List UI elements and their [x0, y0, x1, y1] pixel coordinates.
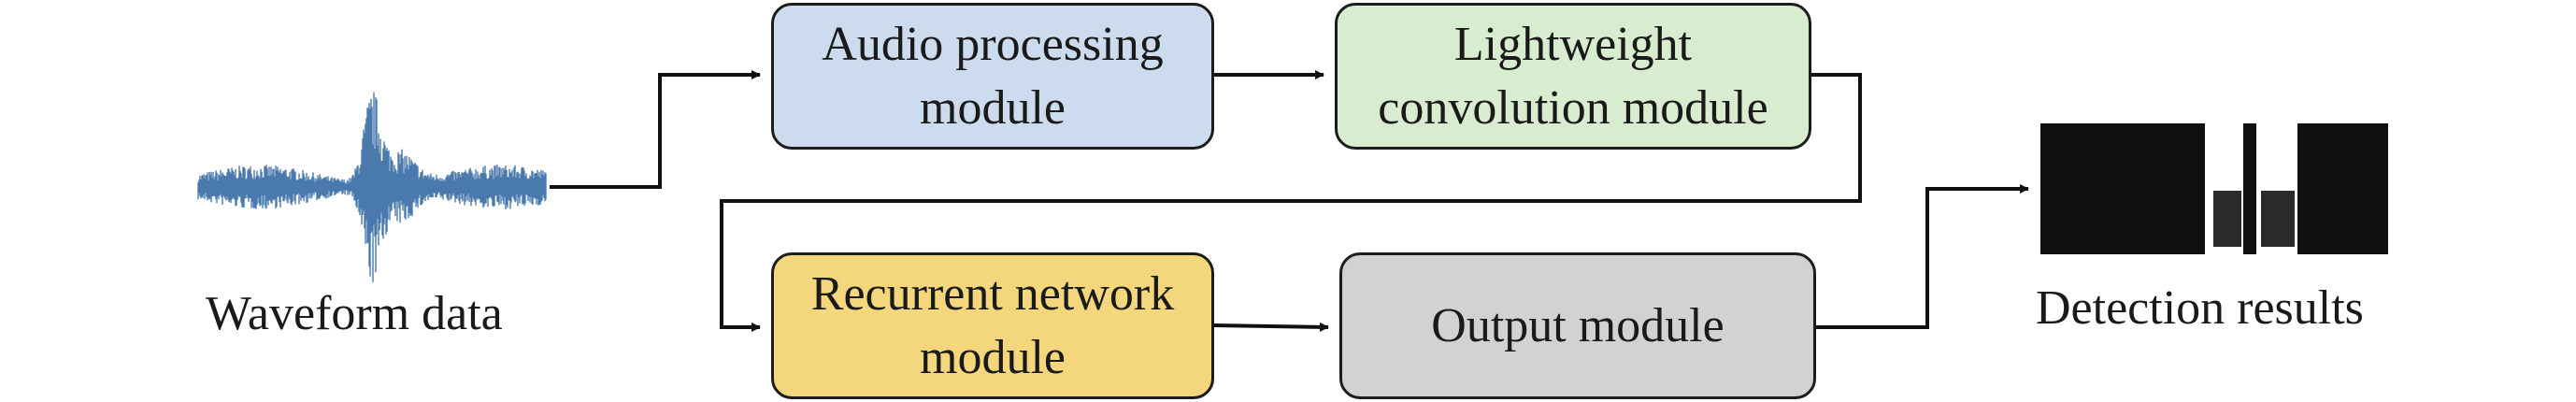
- audio-module-label-line2: module: [920, 80, 1066, 135]
- rnn-module-label-line2: module: [920, 330, 1066, 384]
- output-module-label: Output module: [1431, 298, 1724, 352]
- lightweight-convolution-module-box: Lightweight convolution module: [1335, 3, 1811, 150]
- recurrent-network-module-box: Recurrent network module: [771, 252, 1214, 399]
- arrow-waveform-to-audio: [550, 70, 761, 189]
- detection-caption: Detection results: [2036, 281, 2364, 335]
- waveform-caption: Waveform data: [206, 287, 503, 340]
- arrow-rnn-to-output: [1213, 322, 1329, 332]
- conv-module-label-line1: Lightweight: [1453, 17, 1693, 71]
- waveform-plot: [197, 92, 547, 282]
- detection-results-image: [2040, 123, 2388, 254]
- conv-module-label-line2: convolution module: [1378, 80, 1768, 135]
- waveform-signal: [197, 92, 547, 282]
- output-module-box: Output module: [1339, 252, 1816, 399]
- connector-arrows: [550, 70, 2029, 332]
- arrow-output-to-detection: [1816, 184, 2029, 329]
- audio-processing-module-box: Audio processing module: [771, 3, 1214, 150]
- detection-inner-band: [2213, 191, 2241, 247]
- rnn-module-label-line1: Recurrent network: [810, 266, 1175, 321]
- audio-module-label-line1: Audio processing: [822, 17, 1164, 71]
- arrow-conv-to-rnn: [720, 73, 1862, 332]
- detection-inner-band: [2261, 191, 2295, 247]
